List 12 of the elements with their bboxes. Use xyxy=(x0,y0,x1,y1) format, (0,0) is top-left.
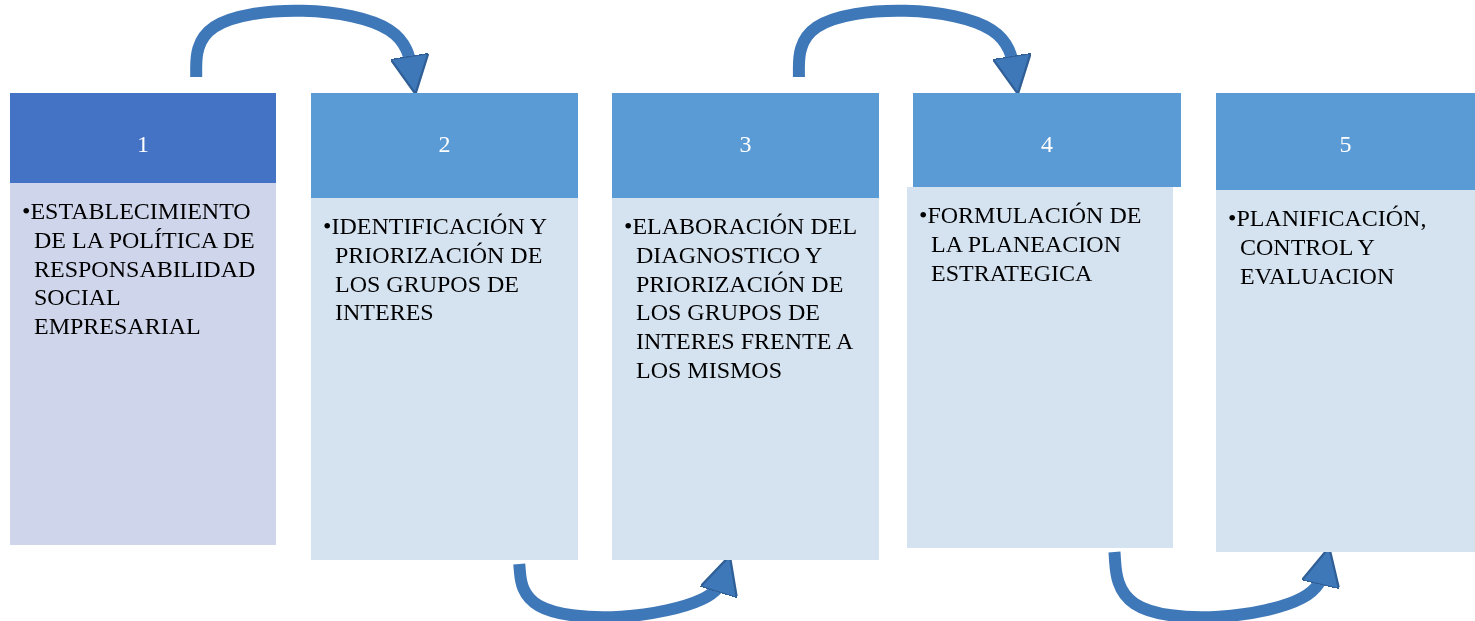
step-description-box: •FORMULACIÓN DE LA PLANEACION ESTRATEGICA xyxy=(907,187,1173,548)
step-description-box: •ELABORACIÓN DEL DIAGNOSTICO Y PRIORIZACIÓN DE LOS GRUPOS DE INTERES FRENTE A LOS MISMOS xyxy=(612,198,879,560)
step-description-box: •PLANIFICACIÓN, CONTROL Y EVALUACION xyxy=(1216,190,1475,552)
step-number-box: 2 xyxy=(311,93,578,198)
step-description-box: •IDENTIFICACIÓN Y PRIORIZACIÓN DE LOS GRUPOS DE INTERES xyxy=(311,198,578,560)
step-number-box: 5 xyxy=(1216,93,1475,190)
step-number-box: 4 xyxy=(913,93,1181,187)
step-number-box: 1 xyxy=(10,93,276,183)
step-description-box: •ESTABLECIMIENTO DE LA POLÍTICA DE RESPONSABILIDAD SOCIAL EMPRESARIAL xyxy=(10,183,276,545)
curved-arrow xyxy=(792,4,1032,96)
curved-arrow xyxy=(190,4,430,96)
step-number-box: 3 xyxy=(612,93,879,198)
